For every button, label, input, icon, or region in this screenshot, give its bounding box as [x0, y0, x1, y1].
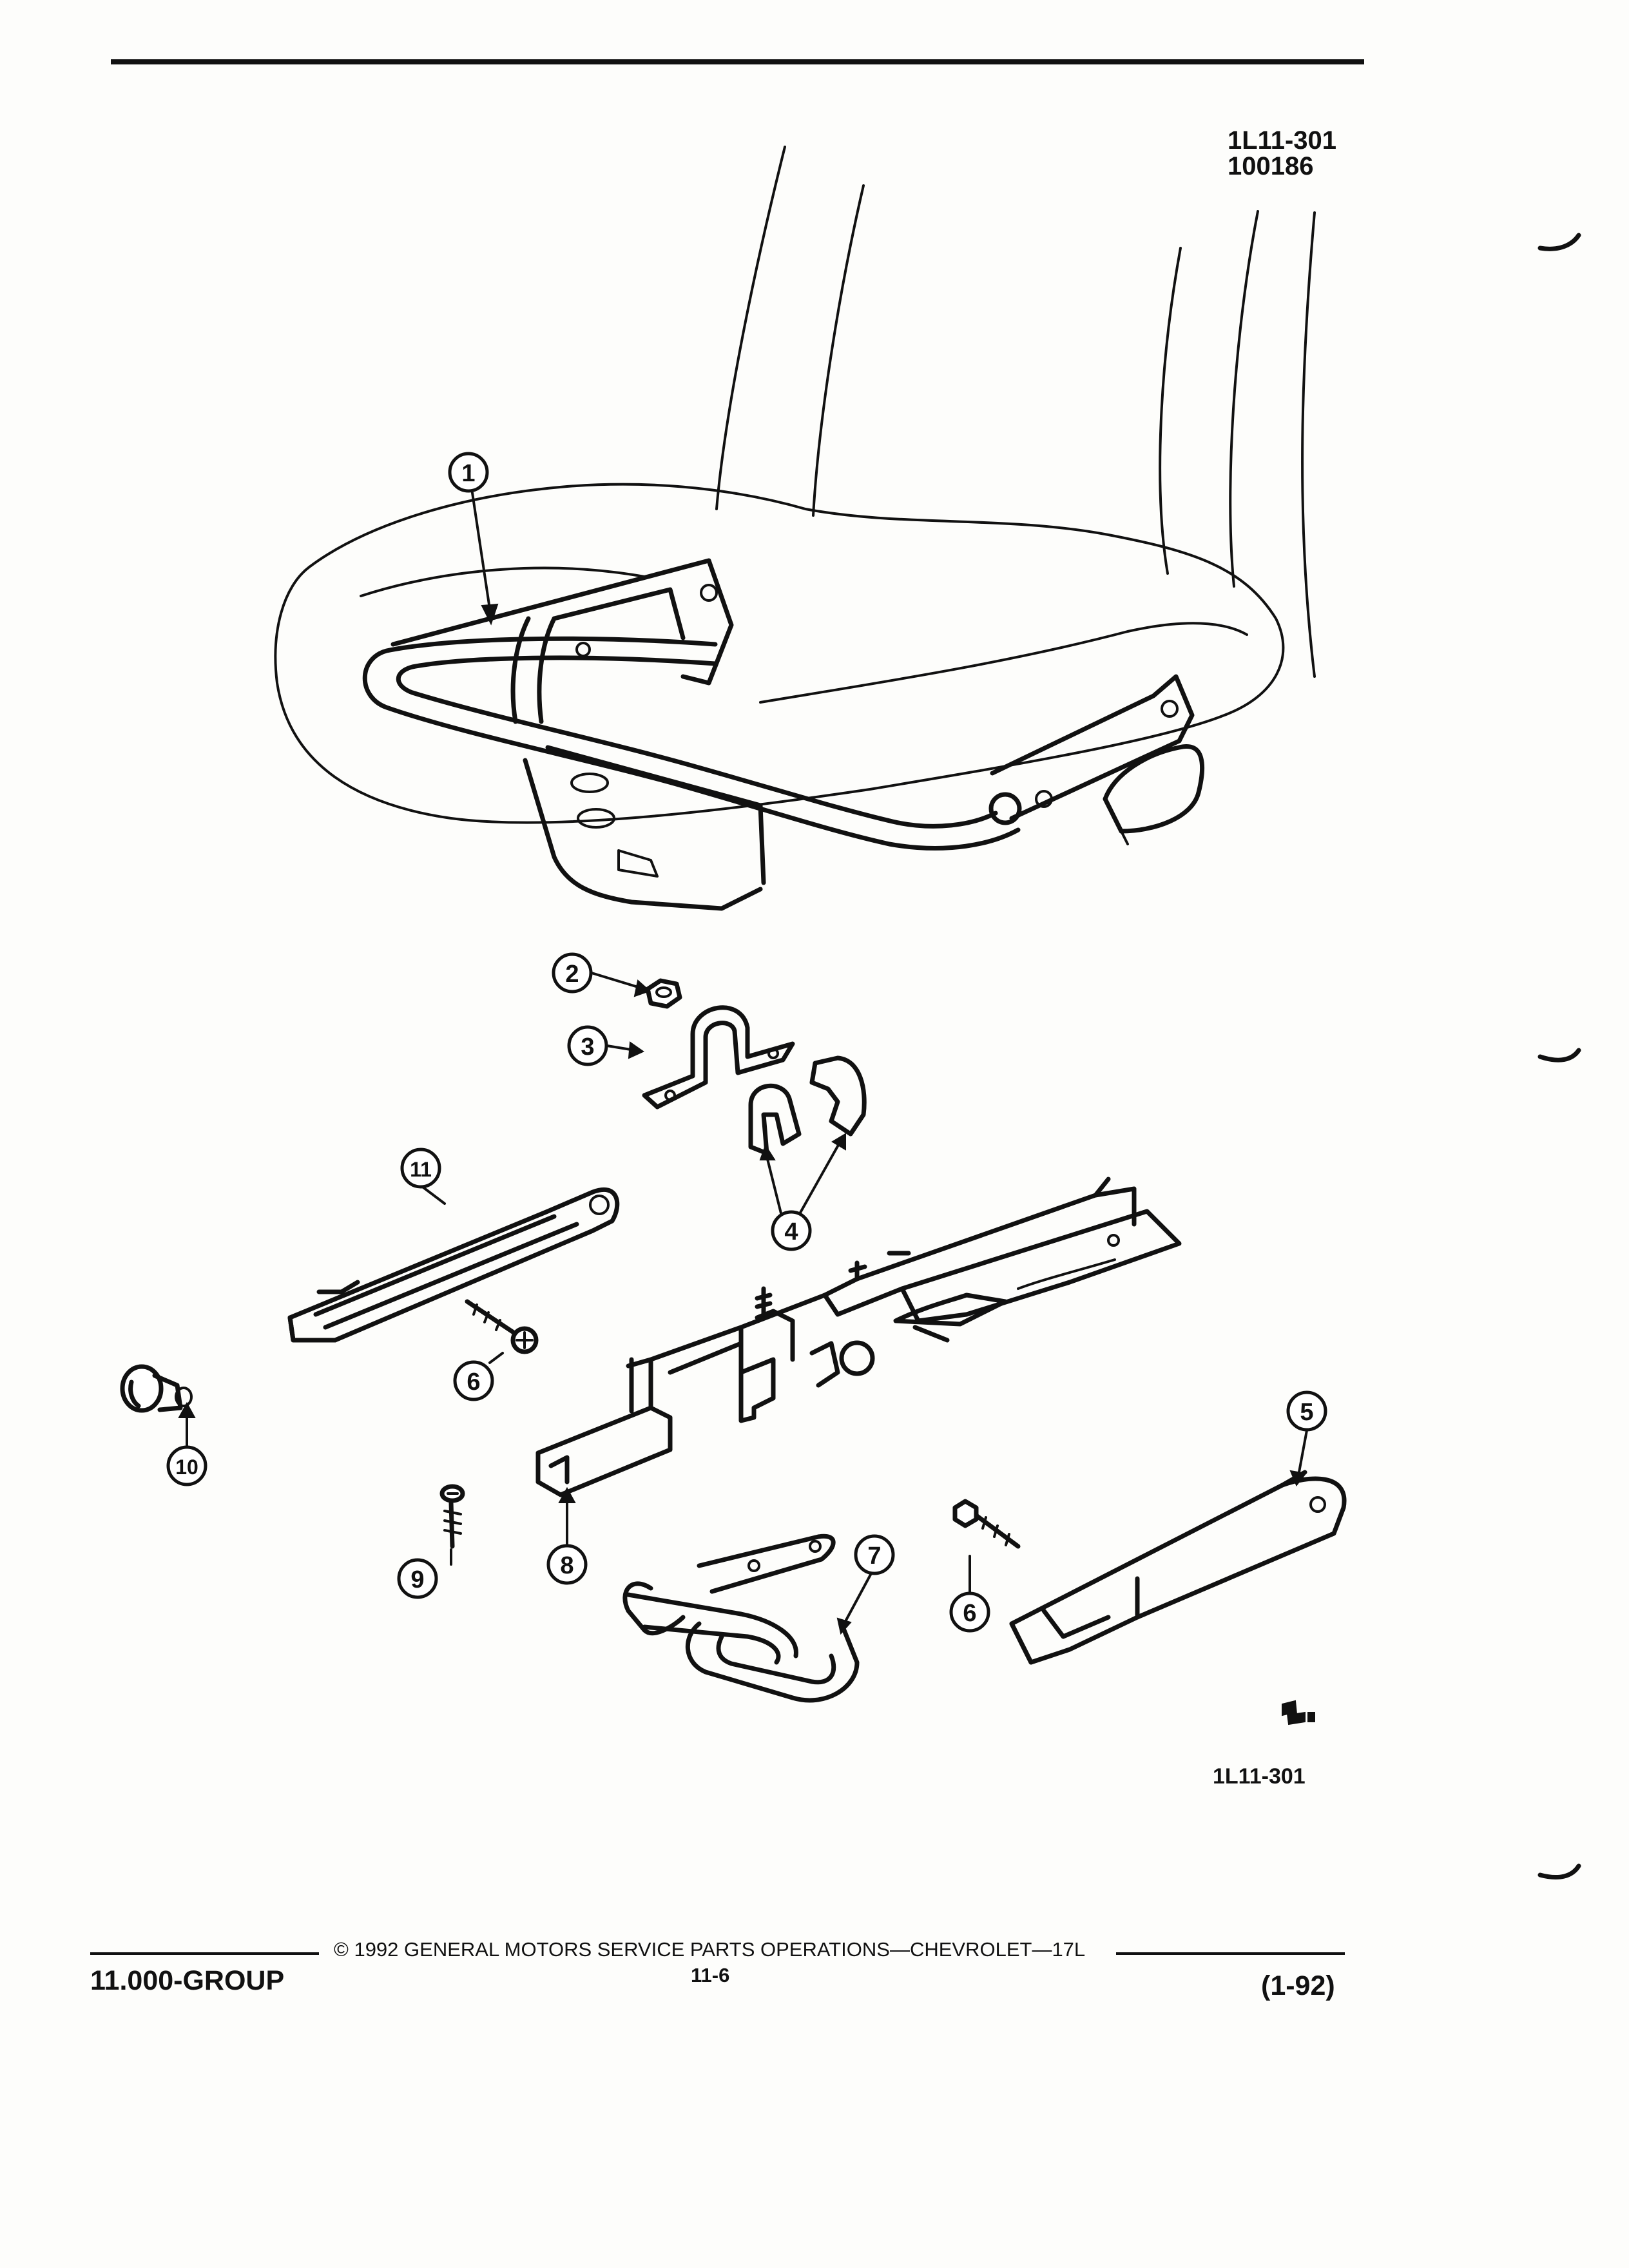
header-rule [111, 59, 1364, 64]
callout-3: 3 [567, 1025, 608, 1066]
nut [645, 978, 682, 1009]
callout-7-label: 7 [867, 1542, 881, 1570]
callout-11: 11 [400, 1148, 441, 1189]
figure-id-bottom: 1L11-301 [1213, 1764, 1306, 1789]
callout-8-label: 8 [560, 1552, 574, 1579]
figure-date-code: 100186 [1228, 152, 1314, 180]
callout-6-left: 6 [453, 1360, 494, 1401]
callout-9: 9 [397, 1558, 438, 1599]
seat-frame-assembly [362, 558, 1205, 911]
screw-9 [439, 1484, 465, 1549]
seat-cushion [274, 483, 1285, 824]
copyright-line: © 1992 GENERAL MOTORS SERVICE PARTS OPER… [334, 1938, 1086, 1961]
callout-10: 10 [166, 1445, 207, 1486]
footer-rule-right [1116, 1952, 1345, 1955]
bushings [748, 1055, 867, 1156]
screw-right [952, 1499, 1021, 1549]
page-number: 11-6 [691, 1964, 730, 1986]
callout-4: 4 [771, 1210, 812, 1251]
callout-leaders [178, 492, 1308, 1635]
callout-4-label: 4 [784, 1218, 798, 1245]
slide-rail [1009, 1470, 1347, 1665]
callout-6-left-label: 6 [467, 1369, 480, 1396]
seat-back [715, 146, 1316, 678]
callout-10-label: 10 [175, 1456, 198, 1479]
callout-6-right: 6 [949, 1591, 990, 1633]
callout-5: 5 [1286, 1390, 1327, 1432]
callout-1-label: 1 [461, 460, 475, 487]
callout-7: 7 [854, 1534, 895, 1575]
bumper [120, 1364, 193, 1413]
callout-11-label: 11 [410, 1158, 432, 1181]
group-label: 11.000-GROUP [90, 1965, 285, 1996]
callout-5-label: 5 [1300, 1399, 1313, 1426]
chevrolet-mark-icon [1282, 1700, 1315, 1725]
figure-id: 1L11-301 [1228, 126, 1337, 155]
screw-left [465, 1299, 539, 1354]
callout-3-label: 3 [581, 1033, 594, 1061]
callout-8: 8 [546, 1544, 588, 1585]
strap-clamp [642, 1005, 795, 1110]
revision-date: (1-92) [1261, 1970, 1335, 2001]
callout-1: 1 [448, 452, 489, 493]
support-bracket [622, 1533, 860, 1703]
seat-adjuster-track [535, 1177, 1182, 1497]
callout-2: 2 [552, 952, 593, 994]
adjuster-cover-channel [287, 1187, 620, 1343]
callout-9-label: 9 [410, 1566, 424, 1593]
callout-2-label: 2 [565, 961, 579, 988]
callout-6-right-label: 6 [963, 1600, 976, 1627]
binding-marks [1537, 233, 1581, 1879]
footer-rule-left [90, 1952, 319, 1955]
